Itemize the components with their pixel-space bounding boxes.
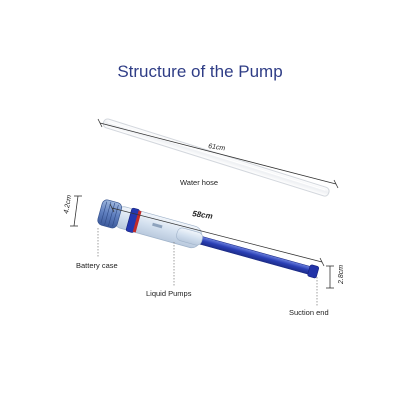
pump-assembly xyxy=(97,199,320,279)
pump-dimension-end-left xyxy=(109,203,115,213)
cap-rib xyxy=(100,201,108,223)
battery-diameter-dimension xyxy=(70,195,82,227)
pump-length-label: 58cm xyxy=(192,209,214,221)
water-hose-label: Water hose xyxy=(180,178,218,187)
liquid-pumps-label: Liquid Pumps xyxy=(146,289,192,298)
suction-end-label: Suction end xyxy=(289,308,329,317)
pump-dimension-end-right xyxy=(319,257,325,267)
cap-rib xyxy=(108,202,116,227)
suction-end-cap xyxy=(307,264,320,279)
pump-dimension-line xyxy=(111,207,323,263)
hose-length-dimension xyxy=(97,118,339,189)
suction-diameter-label: 2.8cm xyxy=(338,265,345,285)
battery-cap xyxy=(97,199,122,229)
diagram-title: Structure of the Pump xyxy=(117,62,283,81)
hose-dimension-end-right xyxy=(333,179,339,189)
cap-rib xyxy=(104,201,112,226)
body-print-mark xyxy=(152,222,163,229)
pump-neck xyxy=(176,227,203,246)
battery-diameter-label: 4.2cm xyxy=(63,194,73,214)
battery-case-label: Battery case xyxy=(76,261,118,270)
hose-dimension-end-left xyxy=(97,118,103,128)
pump-length-dimension xyxy=(109,203,325,267)
battery-dimension-line xyxy=(73,195,79,227)
red-indicator xyxy=(132,210,142,233)
hose-dimension-line xyxy=(99,122,337,185)
suction-diameter-dimension xyxy=(326,265,334,289)
water-hose-highlight xyxy=(107,121,326,191)
hose-length-label: 61cm xyxy=(208,143,226,152)
cap-rib xyxy=(112,204,119,227)
